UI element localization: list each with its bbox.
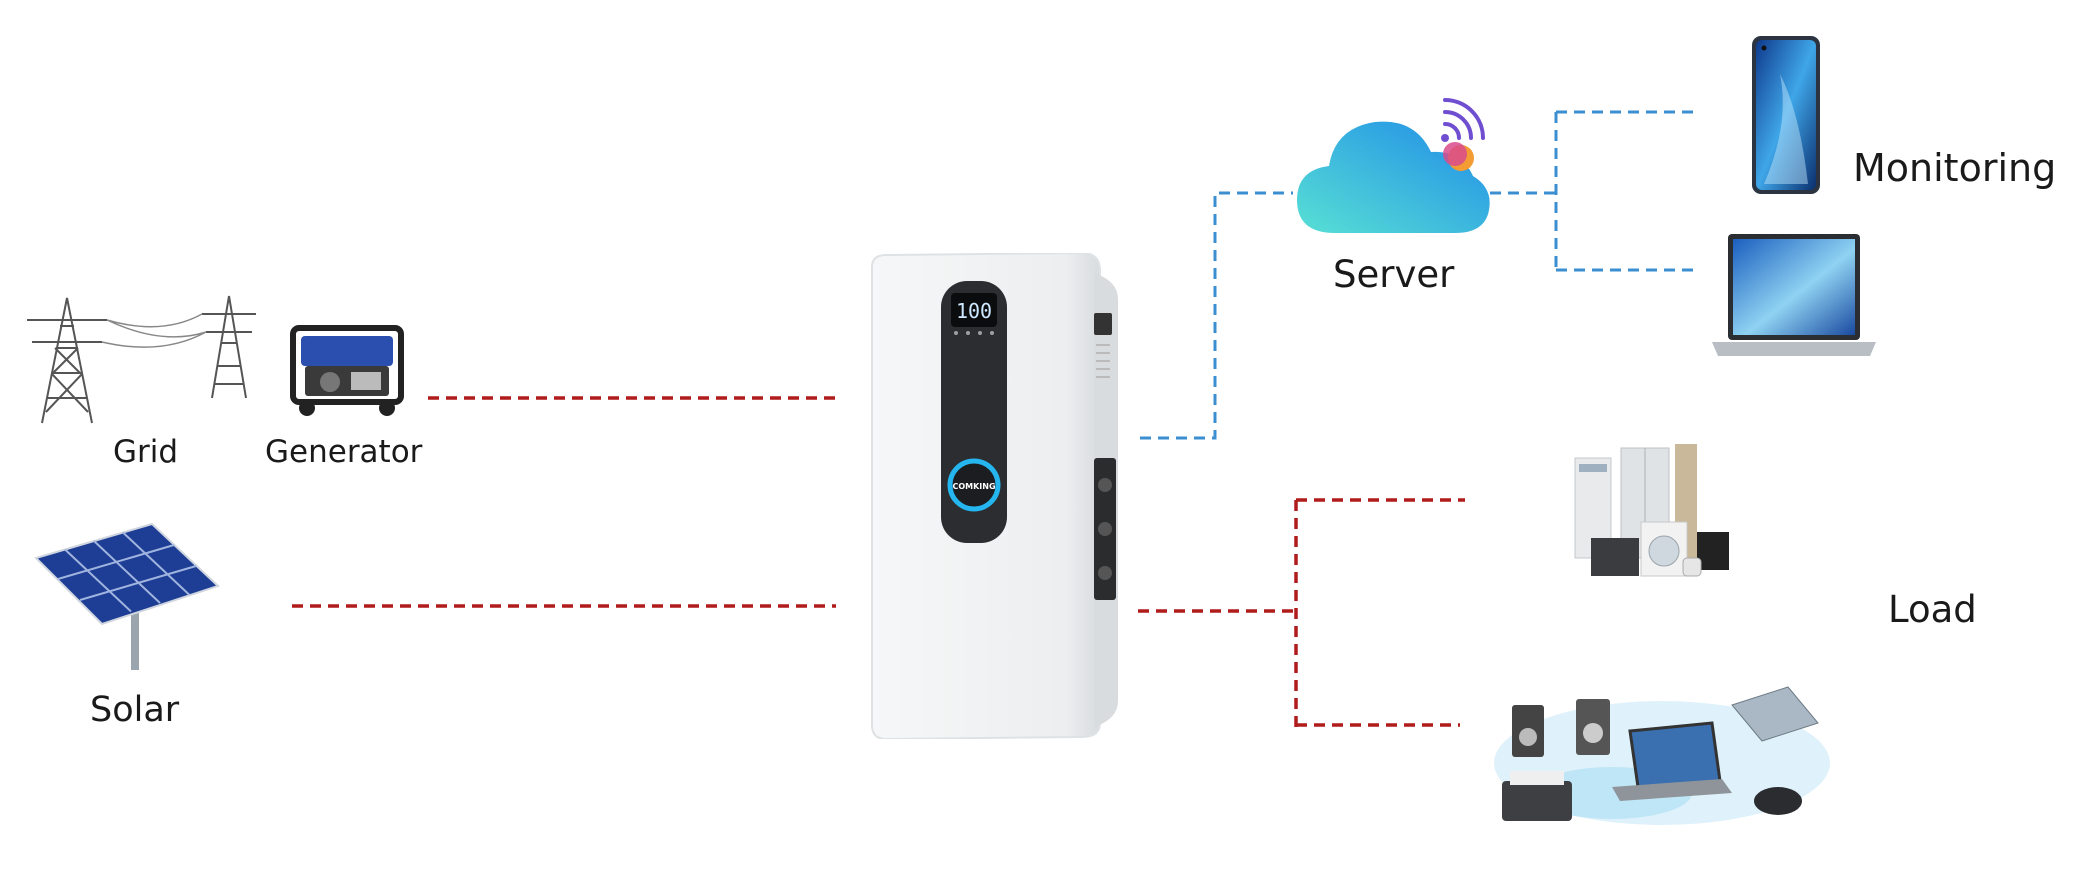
grid-tower-icon	[27, 295, 256, 424]
laptop-icon	[1712, 234, 1876, 356]
generator-label: Generator	[265, 434, 423, 470]
grid-label: Grid	[113, 434, 179, 470]
server-data-line	[1140, 191, 1293, 440]
monitoring-data-line	[1490, 110, 1695, 272]
device-brand-logo: COMKING	[952, 482, 995, 491]
energy-storage-unit: 100 COMKING	[871, 253, 1118, 739]
cloud-server-icon	[1297, 98, 1490, 233]
load-label: Load	[1888, 588, 1977, 631]
device-display-value: 100	[956, 299, 992, 323]
generator-icon	[290, 325, 404, 416]
solar-panel-icon	[34, 522, 220, 670]
monitoring-label: Monitoring	[1853, 146, 2057, 190]
server-label: Server	[1333, 253, 1455, 296]
solar-label: Solar	[90, 690, 180, 730]
home-appliances-icon	[1574, 444, 1729, 577]
office-electronics-icon	[1494, 686, 1830, 825]
smartphone-icon	[1752, 36, 1820, 194]
load-power-line	[1138, 498, 1465, 727]
